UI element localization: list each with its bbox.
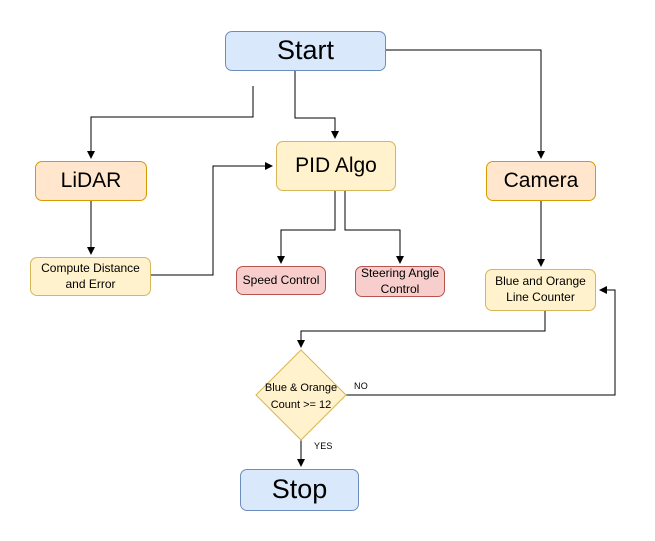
stop-node: Stop: [240, 469, 359, 511]
counter-label: Blue and Orange Line Counter: [495, 274, 586, 304]
edge-counter-decision: [297, 311, 546, 348]
pid-node: PID Algo: [276, 141, 396, 191]
counter-node: Blue and Orange Line Counter: [485, 269, 596, 311]
edge-start-pid: [294, 71, 339, 139]
stop-label: Stop: [271, 474, 328, 505]
edge-decision-counter-no: [346, 286, 616, 396]
start-label: Start: [276, 35, 335, 66]
speed-label: Speed Control: [242, 272, 320, 287]
steering-node: Steering Angle Control: [355, 266, 445, 297]
steering-label: Steering Angle Control: [360, 265, 440, 296]
edge-start-camera: [386, 49, 545, 159]
lidar-node: LiDAR: [35, 161, 147, 201]
edge-pid-steering: [344, 191, 404, 264]
camera-label: Camera: [503, 169, 579, 193]
decision-diamond: [255, 349, 347, 441]
decision-label: Blue & Orange Count >= 12: [264, 382, 338, 412]
yes-edge-label: YES: [314, 441, 333, 451]
start-node: Start: [225, 31, 386, 71]
edge-start-lidar: [87, 86, 254, 159]
speed-node: Speed Control: [236, 266, 326, 295]
compute-node: Compute Distance and Error: [30, 257, 151, 296]
camera-node: Camera: [486, 161, 596, 201]
no-edge-label: NO: [354, 381, 368, 391]
pid-label: PID Algo: [295, 154, 377, 178]
edge-compute-pid: [151, 162, 273, 276]
lidar-label: LiDAR: [60, 169, 122, 193]
compute-label: Compute Distance and Error: [41, 260, 140, 291]
edge-pid-speed: [277, 191, 336, 264]
